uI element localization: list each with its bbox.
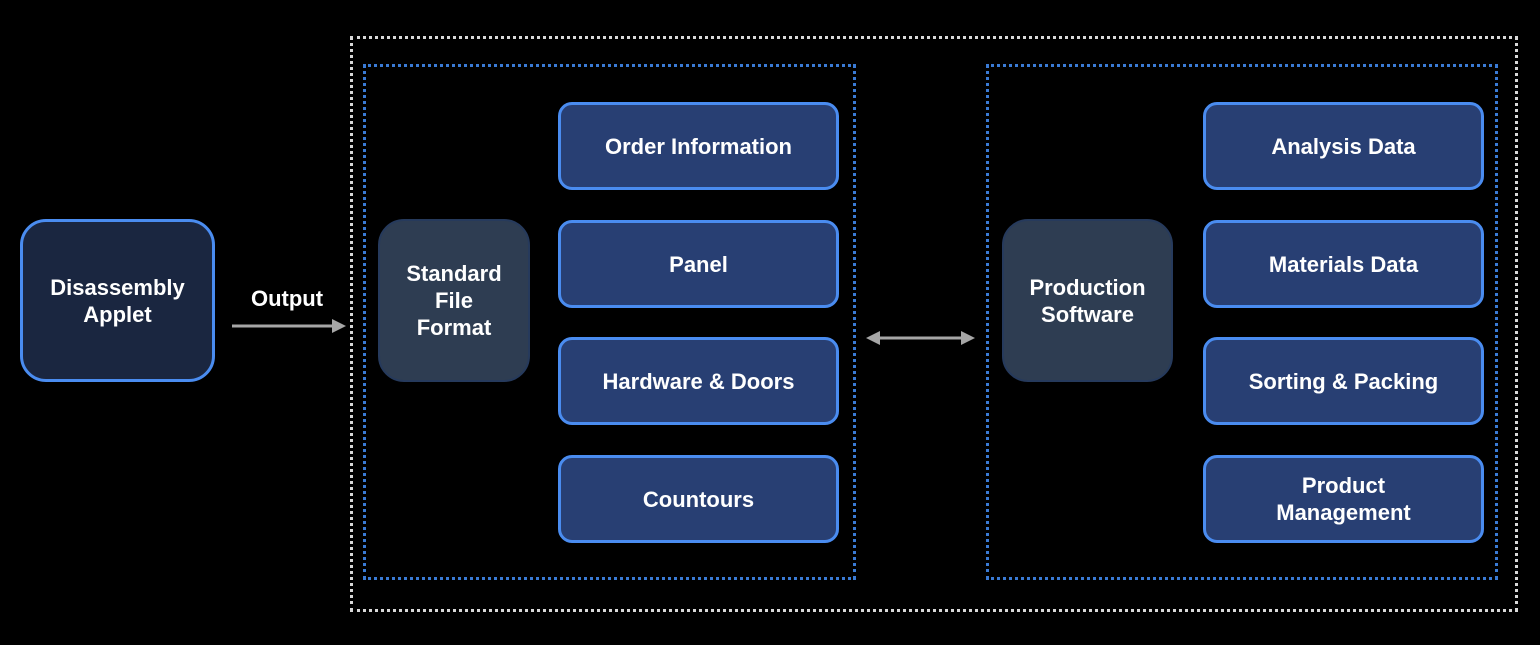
standard-file-format-node: Standard File Format	[378, 219, 530, 382]
output-edge-label: Output	[250, 286, 324, 311]
output-arrow	[232, 319, 346, 333]
countours-box: Countours	[558, 455, 839, 543]
panel-box: Panel	[558, 220, 839, 308]
product-management-box: Product Management	[1203, 455, 1484, 543]
materials-data-box: Materials Data	[1203, 220, 1484, 308]
analysis-data-box: Analysis Data	[1203, 102, 1484, 190]
production-software-node: Production Software	[1002, 219, 1173, 382]
sorting-packing-box: Sorting & Packing	[1203, 337, 1484, 425]
order-information-box: Order Information	[558, 102, 839, 190]
hardware-doors-box: Hardware & Doors	[558, 337, 839, 425]
outer-dotted-frame	[350, 36, 1518, 612]
bidirectional-arrow	[866, 331, 975, 345]
disassembly-applet-node: Disassembly Applet	[20, 219, 215, 382]
file-format-group-frame	[363, 64, 856, 580]
production-group-frame	[986, 64, 1498, 580]
